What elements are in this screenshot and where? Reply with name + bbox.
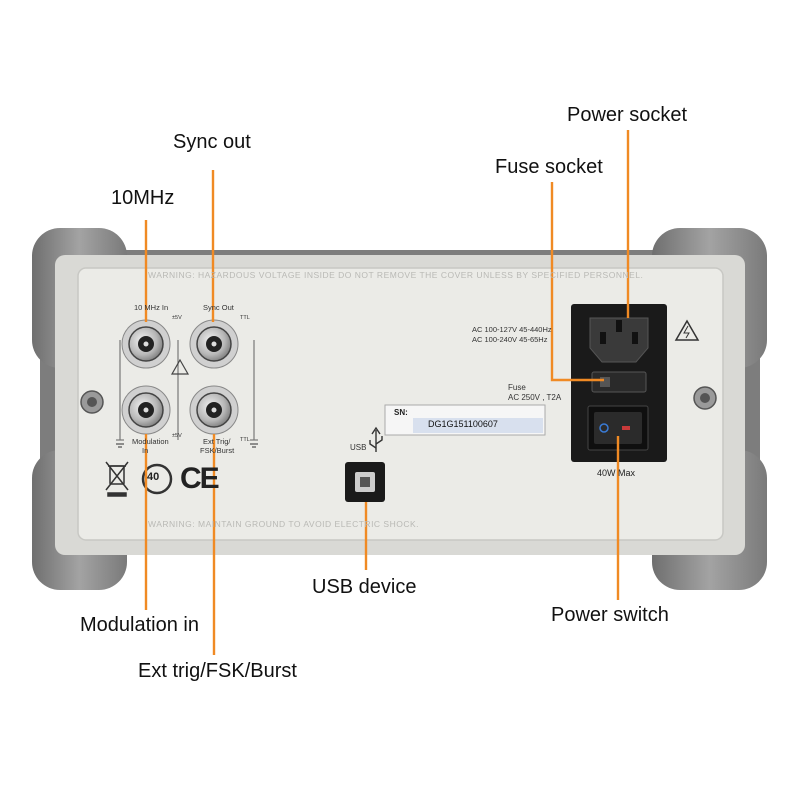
rear-panel [77,267,724,541]
bnc-fsk-burst-label: FSK/Burst [200,446,235,455]
high-voltage-icon [674,319,700,341]
ac-rating-line-2: AC 100-240V 45-65Hz [472,335,548,344]
ac-rating-line-1: AC 100-127V 45-440Hz [472,325,552,334]
bnc-modulation-in [121,385,171,435]
weee-bin-icon [105,461,129,497]
caution-triangle-icon [170,358,190,375]
bnc-modulation-in-label: In [142,446,149,455]
ground-symbols [116,443,258,448]
fuse-rating: AC 250V , T2A [508,393,562,402]
bnc-connectors [121,319,239,435]
callout-fuse-socket: Fuse socket [495,156,603,178]
bnc-ttl-label-2: TTL [240,437,250,443]
bnc-10mhz-in [121,319,171,369]
power-module [571,304,667,462]
bnc-ext-trig-label: Ext Trig/ [203,437,231,446]
power-rating: 40W Max [597,468,636,478]
warning-top-text: WARNING: HAZARDOUS VOLTAGE INSIDE DO NOT… [148,270,644,280]
bnc-modulation-label: Modulation [132,437,169,446]
callout-power-socket: Power socket [567,104,688,126]
callout-usb-device: USB device [312,576,417,598]
usb-icon [369,426,383,452]
bnc-sync-out-label: Sync Out [203,303,234,312]
bnc-ttl-label-1: TTL [240,315,250,321]
bnc-sync-out [189,319,239,369]
power-inlet [589,317,649,363]
callout-ext-trig: Ext trig/FSK/Burst [138,660,297,682]
bnc-ext-trig [189,385,239,435]
warning-bottom-text: WARNING: MAINTAIN GROUND TO AVOID ELECTR… [148,519,420,529]
callout-line-fuse-socket [550,182,604,382]
usb-label: USB [350,443,367,452]
eco-40-text: 40 [147,471,160,483]
serial-sticker [384,404,546,436]
callout-power-switch: Power switch [551,604,669,626]
bnc-10mhz-label: 10 MHz In [134,303,169,312]
serial-label: SN: [394,408,408,417]
callout-sync-out: Sync out [173,131,251,153]
bnc-voltage-label-1: ±5V [172,315,182,321]
usb-port [345,462,385,502]
ce-mark: CE [180,462,220,495]
callout-modulation-in: Modulation in [80,614,199,636]
screws [80,386,717,414]
callout-lines [144,130,630,655]
callout-10mhz: 10MHz [111,187,175,209]
serial-number: DG1G151100607 [428,419,498,429]
fuse-label: Fuse [508,383,526,392]
bnc-voltage-label-2: ±5V [172,433,182,439]
eco-40-icon [141,463,173,495]
bnc-brackets [116,340,258,441]
